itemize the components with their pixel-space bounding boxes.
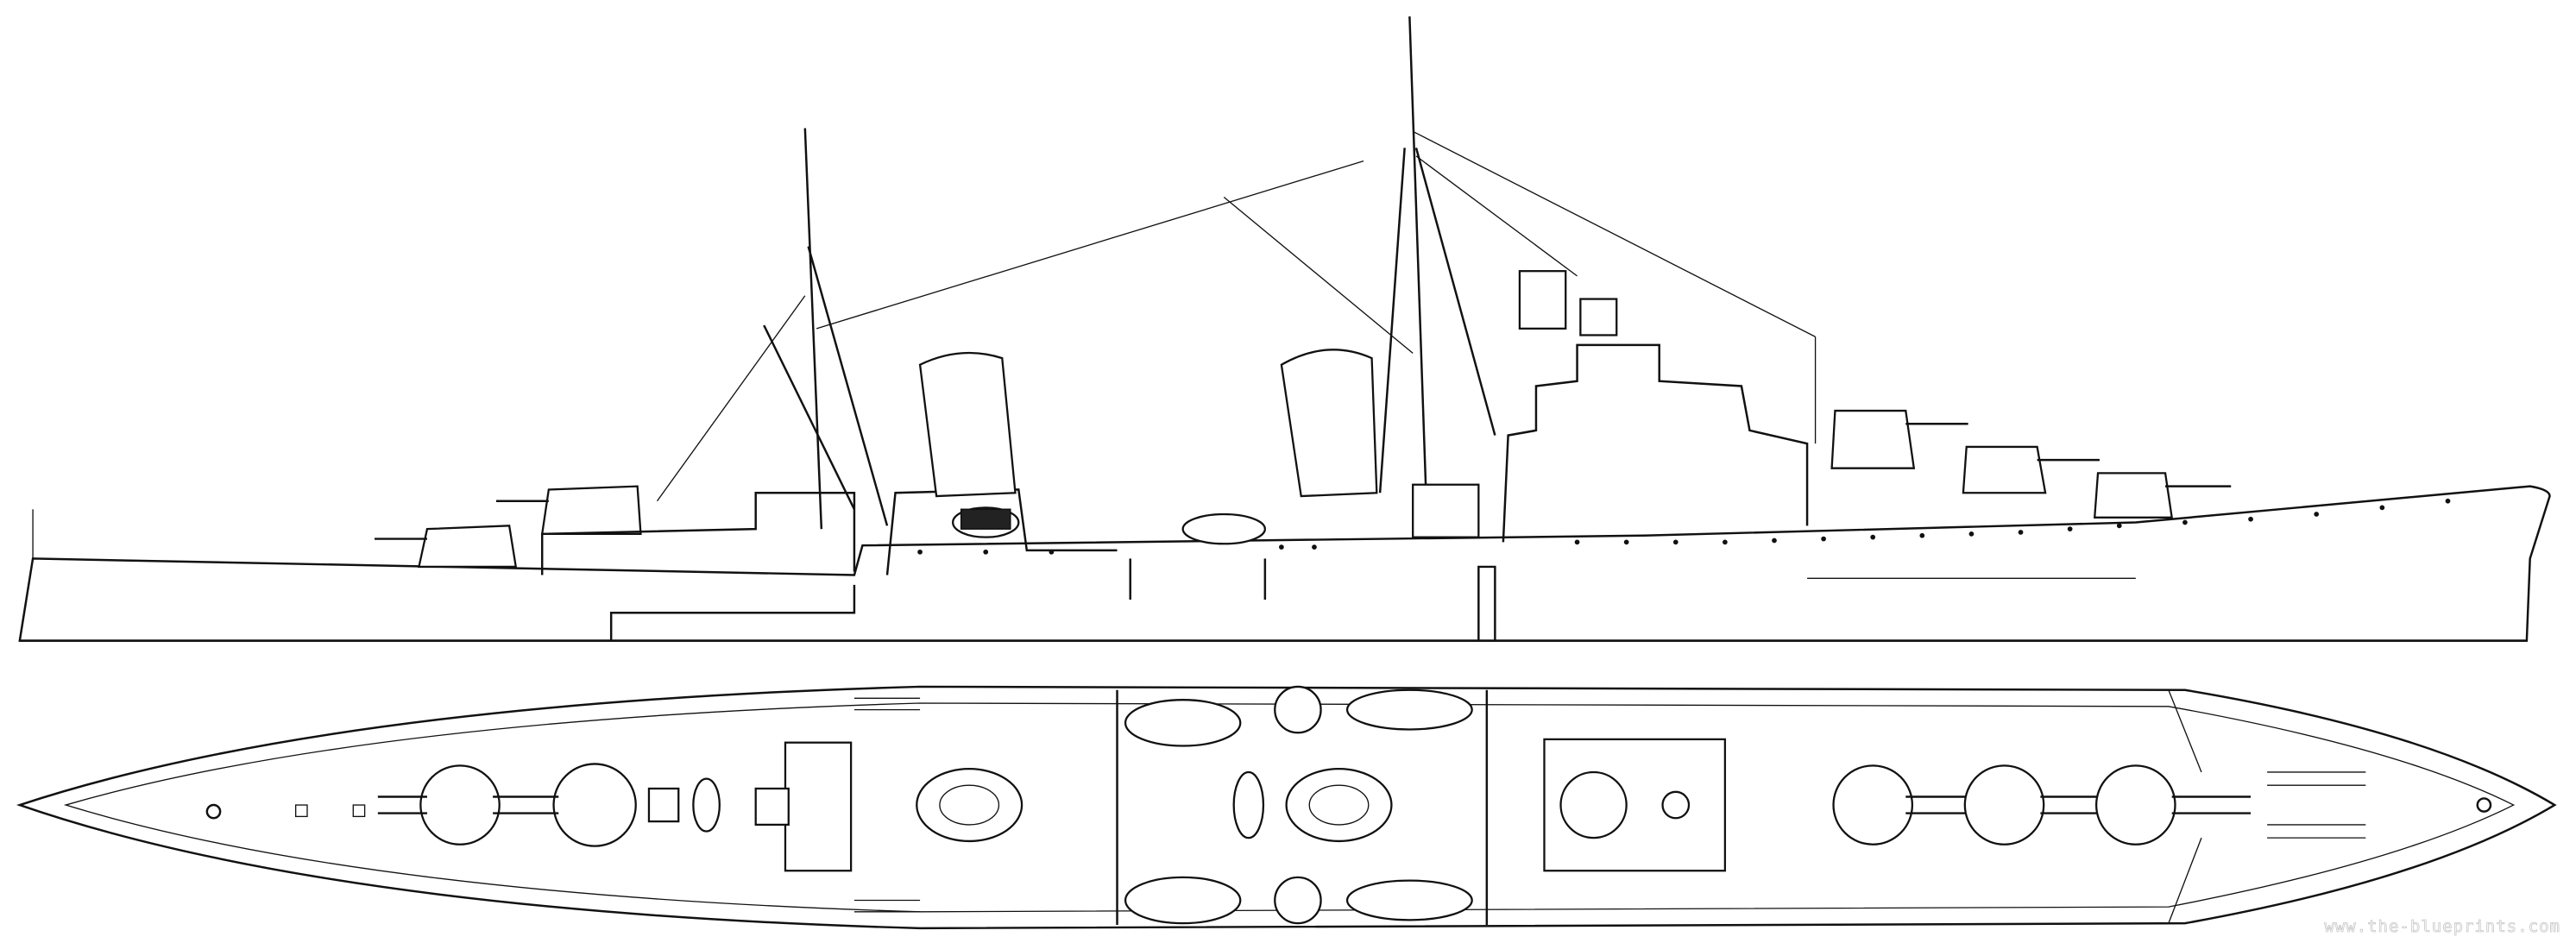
turret-fore-2 xyxy=(1962,445,2047,494)
keel-cutout xyxy=(609,565,1496,641)
director-tower xyxy=(1518,270,1567,330)
aft-superstructure xyxy=(540,492,856,575)
fore-mast-leg xyxy=(1414,148,1496,436)
fore-mast-leg xyxy=(1378,148,1406,494)
funnels-plan xyxy=(916,768,1393,843)
boats-side xyxy=(952,483,1480,545)
turrets-plan xyxy=(377,763,2252,847)
fore-mast xyxy=(1408,16,1427,494)
deck-edge-inner xyxy=(63,702,2516,913)
watermark: www.the-blueprints.com xyxy=(2324,917,2560,937)
turret-fore-1 xyxy=(1830,409,1916,469)
top-plan-view xyxy=(16,685,2557,930)
main-mast-leg xyxy=(807,246,889,526)
davits xyxy=(1129,558,1267,600)
aft-funnel xyxy=(918,351,1017,498)
turret-aft-lower xyxy=(418,525,518,569)
rangefinder xyxy=(1579,298,1618,336)
bridge-superstructure xyxy=(1502,343,1809,543)
portholes xyxy=(917,498,2451,555)
rigging xyxy=(32,130,1817,559)
turret-fore-3 xyxy=(2093,472,2174,519)
boats-plan xyxy=(692,685,1473,925)
side-profile-view xyxy=(18,16,2551,642)
fore-funnel xyxy=(1280,349,1378,498)
hull-side xyxy=(18,485,2551,642)
turret-aft-upper xyxy=(540,485,642,536)
midship-deckhouse xyxy=(885,488,1118,575)
deck-fittings xyxy=(205,689,2492,926)
hull-plan xyxy=(16,685,2557,930)
derrick xyxy=(763,324,856,510)
main-mast xyxy=(803,128,823,530)
